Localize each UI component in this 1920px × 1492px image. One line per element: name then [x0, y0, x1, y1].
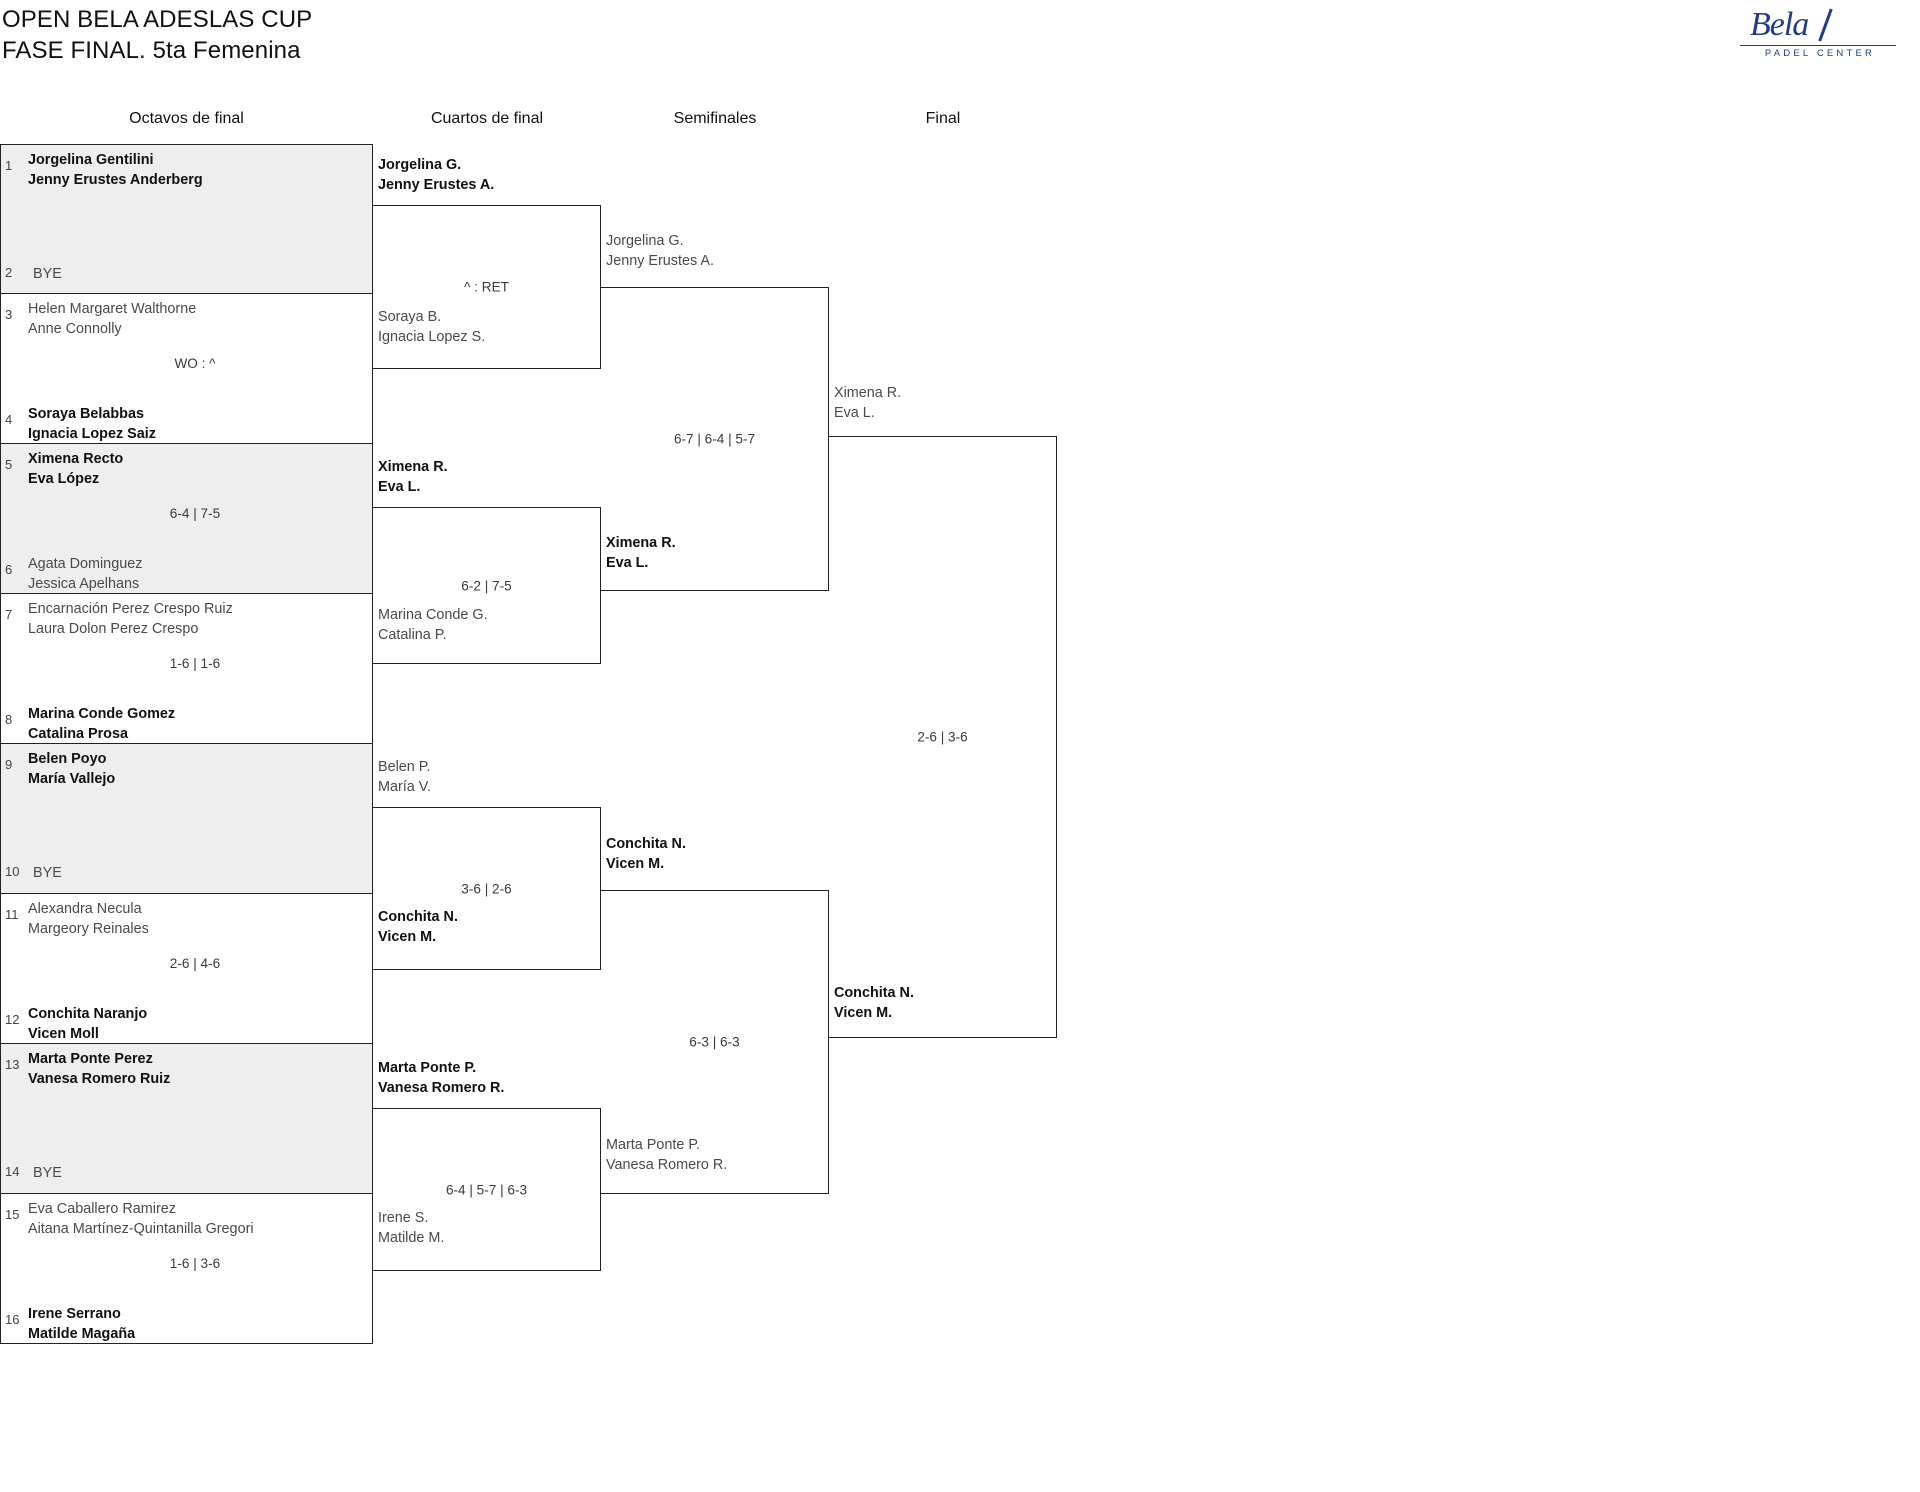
team-name: Ximena Recto Eva López	[28, 451, 124, 487]
qf-connector: ^ : RET	[373, 205, 601, 369]
match-row[interactable]: 11 Alexandra Necula Margeory Reinales 2-…	[0, 894, 373, 1044]
seed-number: 12	[5, 1012, 20, 1027]
logo-divider	[1740, 45, 1896, 46]
sf-team-bottom: Marta Ponte P. Vanesa Romero R.	[606, 1137, 728, 1173]
qf-connector: 3-6 | 2-6	[373, 807, 601, 970]
team-name: Soraya Belabbas Ignacia Lopez Saiz	[28, 406, 156, 442]
qf-team-bottom: Marina Conde G. Catalina P.	[378, 607, 488, 643]
seed-number: 13	[5, 1057, 20, 1072]
team-name: Conchita Naranjo Vicen Moll	[28, 1006, 148, 1042]
logo-subtitle: PADEL CENTER	[1764, 48, 1876, 59]
team-name: Eva Caballero Ramirez Aitana Martínez-Qu…	[28, 1201, 254, 1237]
seed-number: 10	[5, 864, 20, 879]
logo-wordmark: Bela	[1750, 6, 1809, 43]
bela-padel-center-logo: Bela PADEL CENTER	[1730, 6, 1902, 66]
seed-number: 9	[5, 757, 13, 772]
seed-number: 2	[5, 265, 13, 280]
qf-team-top: Marta Ponte P. Vanesa Romero R.	[378, 1060, 505, 1096]
match-row[interactable]: 15 Eva Caballero Ramirez Aitana Martínez…	[0, 1194, 373, 1344]
team-name: Helen Margaret Walthorne Anne Connolly	[28, 301, 197, 337]
match-row[interactable]: 9 Belen Poyo María Vallejo 10 BYE	[0, 744, 373, 894]
qf-score: 6-4 | 5-7 | 6-3	[445, 1182, 528, 1197]
team-name: BYE	[33, 1165, 62, 1181]
seed-number: 6	[5, 562, 13, 577]
qf-team-bottom: Soraya B. Ignacia Lopez S.	[378, 309, 486, 345]
match-score: 6-4 | 7-5	[169, 506, 221, 521]
qf-score: 6-2 | 7-5	[461, 578, 512, 593]
seed-number: 11	[5, 907, 19, 922]
seed-number: 1	[5, 158, 13, 173]
match-score: 1-6 | 1-6	[169, 656, 221, 671]
seed-number: 15	[5, 1207, 20, 1222]
team-name: Encarnación Perez Crespo Ruiz Laura Dolo…	[28, 601, 233, 637]
sf-connector: 6-3 | 6-3	[601, 890, 829, 1194]
team-name: Marina Conde Gomez Catalina Prosa	[28, 706, 176, 742]
match-row[interactable]: 13 Marta Ponte Perez Vanesa Romero Ruiz …	[0, 1044, 373, 1194]
seed-number: 16	[5, 1312, 20, 1327]
seed-number: 7	[5, 607, 13, 622]
sf-team-top: Jorgelina G. Jenny Erustes A.	[606, 233, 714, 269]
final-connector: 2-6 | 3-6	[829, 436, 1057, 1038]
qf-score: ^ : RET	[464, 279, 509, 295]
team-name: Alexandra Necula Margeory Reinales	[28, 901, 149, 937]
team-name: Marta Ponte Perez Vanesa Romero Ruiz	[28, 1051, 171, 1087]
qf-team-bottom: Conchita N. Vicen M.	[378, 909, 458, 945]
match-score: 1-6 | 3-6	[169, 1256, 221, 1271]
team-name: Irene Serrano Matilde Magaña	[28, 1306, 136, 1342]
match-score: WO : ^	[174, 356, 216, 371]
qf-connector: 6-2 | 7-5	[373, 507, 601, 664]
round-header-final: Final	[925, 110, 961, 127]
round-header-octavos: Octavos de final	[129, 110, 244, 127]
round-octavos-column: 1 Jorgelina Gentilini Jenny Erustes Ande…	[0, 144, 373, 1344]
sf-team-top: Conchita N. Vicen M.	[606, 836, 686, 872]
team-name: BYE	[33, 266, 62, 282]
match-score: 2-6 | 4-6	[169, 956, 221, 971]
sf-score: 6-3 | 6-3	[689, 1034, 740, 1050]
match-row[interactable]: 7 Encarnación Perez Crespo Ruiz Laura Do…	[0, 594, 373, 744]
round-header-semifinales: Semifinales	[673, 110, 757, 127]
match-row[interactable]: 1 Jorgelina Gentilini Jenny Erustes Ande…	[0, 144, 373, 294]
final-score: 2-6 | 3-6	[917, 729, 968, 745]
final-team-top: Ximena R. Eva L.	[834, 385, 902, 421]
match-row[interactable]: 5 Ximena Recto Eva López 6-4 | 7-5 6 Aga…	[0, 444, 373, 594]
seed-number: 8	[5, 712, 13, 727]
seed-number: 5	[5, 457, 13, 472]
page-title: OPEN BELA ADESLAS CUP FASE FINAL. 5ta Fe…	[2, 6, 313, 64]
seed-number: 14	[5, 1164, 20, 1179]
qf-score: 3-6 | 2-6	[461, 881, 512, 896]
logo-slash-icon	[1818, 8, 1833, 42]
final-team-bottom: Conchita N. Vicen M.	[834, 985, 914, 1021]
round-header-cuartos: Cuartos de final	[430, 110, 544, 127]
qf-connector: 6-4 | 5-7 | 6-3	[373, 1108, 601, 1271]
team-name: Jorgelina Gentilini Jenny Erustes Anderb…	[28, 152, 203, 188]
qf-team-top: Jorgelina G. Jenny Erustes A.	[378, 157, 495, 193]
page-header: OPEN BELA ADESLAS CUP FASE FINAL. 5ta Fe…	[0, 0, 1920, 100]
qf-team-top: Ximena R. Eva L.	[378, 459, 448, 495]
team-name: BYE	[33, 865, 62, 881]
sf-connector: 6-7 | 6-4 | 5-7	[601, 287, 829, 591]
team-name: Agata Dominguez Jessica Apelhans	[28, 556, 143, 592]
seed-number: 3	[5, 307, 13, 322]
qf-team-top: Belen P. María V.	[378, 759, 432, 795]
sf-team-bottom: Ximena R. Eva L.	[606, 535, 676, 571]
match-row[interactable]: 3 Helen Margaret Walthorne Anne Connolly…	[0, 294, 373, 444]
sf-score: 6-7 | 6-4 | 5-7	[673, 431, 756, 447]
qf-team-bottom: Irene S. Matilde M.	[378, 1210, 445, 1246]
team-name: Belen Poyo María Vallejo	[28, 751, 116, 787]
seed-number: 4	[5, 412, 13, 427]
